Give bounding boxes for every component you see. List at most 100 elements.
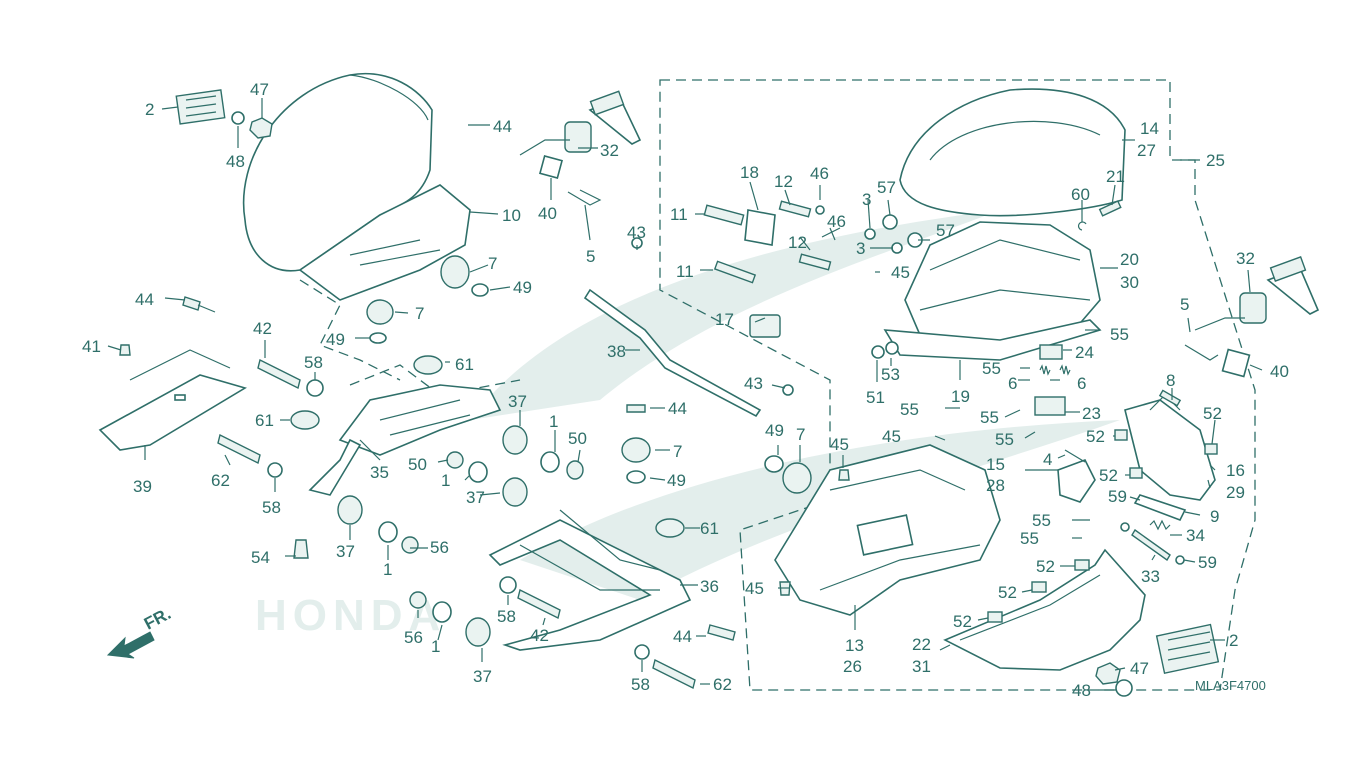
callout-4: 4	[1043, 450, 1052, 469]
callout-5: 5	[586, 247, 595, 266]
callout-55: 55	[1032, 511, 1051, 530]
callout-52: 52	[1099, 466, 1118, 485]
callout-17: 17	[715, 310, 734, 329]
callout-18: 18	[740, 163, 759, 182]
callout-55: 55	[900, 400, 919, 419]
support-rod-38	[583, 237, 794, 418]
callout-52: 52	[953, 612, 972, 631]
emblem-right	[1155, 623, 1220, 675]
callout-54: 54	[251, 548, 270, 567]
callout-2: 2	[145, 100, 154, 119]
latch-assembly-16	[1114, 389, 1218, 501]
callout-37: 37	[508, 392, 527, 411]
callout-56: 56	[430, 538, 449, 557]
callout-16: 16	[1226, 461, 1245, 480]
callout-62: 62	[713, 675, 732, 694]
washer-58c	[499, 576, 517, 594]
rod-33	[1131, 528, 1171, 562]
lever-9	[1133, 494, 1187, 522]
bolt-62a	[217, 433, 261, 465]
callout-42: 42	[253, 319, 272, 338]
washer-48a	[231, 111, 245, 125]
grommet-group-left	[366, 255, 489, 344]
callout-58: 58	[304, 353, 323, 372]
callout-12: 12	[788, 233, 807, 252]
callout-3: 3	[862, 190, 871, 209]
callout-45: 45	[745, 579, 764, 598]
lower-frame-36	[488, 509, 692, 651]
grommet-3b	[891, 242, 903, 254]
callout-61: 61	[455, 355, 474, 374]
callout-49: 49	[765, 421, 784, 440]
clip-59a	[1120, 522, 1130, 532]
callout-58: 58	[262, 498, 281, 517]
washer-58d	[634, 644, 650, 660]
callout-1: 1	[431, 637, 440, 656]
clip-59b	[1175, 555, 1185, 565]
callout-5: 5	[1180, 295, 1189, 314]
cap-61b	[290, 410, 320, 430]
callout-23: 23	[1082, 404, 1101, 423]
callout-50: 50	[408, 455, 427, 474]
callout-37: 37	[336, 542, 355, 561]
leader-lines	[107, 98, 1263, 691]
cap-61a	[413, 355, 443, 375]
diagram-code: MLA3F4700	[1195, 678, 1266, 693]
washer-58a	[306, 379, 324, 397]
callout-44: 44	[493, 117, 512, 136]
callout-10: 10	[502, 206, 521, 225]
callout-11: 11	[676, 262, 694, 281]
callout-47: 47	[250, 80, 269, 99]
callout-11: 11	[670, 205, 688, 224]
callout-61: 61	[700, 519, 719, 538]
bracket-plate-39	[98, 349, 247, 451]
callout-21: 21	[1106, 167, 1125, 186]
callout-12: 12	[774, 172, 793, 191]
washer-48b	[1115, 679, 1133, 697]
bolt-44d	[707, 624, 736, 641]
callout-59: 59	[1108, 487, 1127, 506]
callout-41: 41	[82, 337, 101, 356]
callout-58: 58	[497, 607, 516, 626]
callout-30: 30	[1120, 273, 1139, 292]
callout-43: 43	[627, 223, 646, 242]
callout-42: 42	[530, 626, 549, 645]
callout-45: 45	[891, 263, 910, 282]
washer-58b	[267, 462, 283, 478]
spring-34	[1149, 519, 1171, 531]
callout-7: 7	[796, 425, 805, 444]
bolt-44b	[182, 296, 201, 311]
nut-47b	[1095, 662, 1121, 685]
bushings	[337, 425, 584, 647]
callout-56: 56	[404, 628, 423, 647]
clip-60	[1078, 221, 1087, 231]
callout-47: 47	[1130, 659, 1149, 678]
callout-20: 20	[1120, 250, 1139, 269]
callout-55: 55	[982, 359, 1001, 378]
callout-43: 43	[744, 374, 763, 393]
latch-23	[1034, 396, 1066, 416]
callout-44: 44	[668, 399, 687, 418]
callout-25: 25	[1206, 151, 1225, 170]
springs-6	[1039, 364, 1071, 376]
callout-53: 53	[881, 365, 900, 384]
callout-57: 57	[936, 221, 955, 240]
nut-47a	[249, 117, 273, 139]
callout-55: 55	[980, 408, 999, 427]
callout-27: 27	[1137, 141, 1156, 160]
callout-58: 58	[631, 675, 650, 694]
top-shell-14	[899, 88, 1126, 217]
callout-37: 37	[466, 488, 485, 507]
grommet-3a	[864, 228, 876, 240]
bolt-44c	[626, 404, 646, 413]
bolt-62b	[652, 658, 696, 690]
callout-6: 6	[1077, 374, 1086, 393]
callout-13: 13	[845, 636, 864, 655]
callout-15: 15	[986, 455, 1005, 474]
callout-49: 49	[513, 278, 532, 297]
callout-29: 29	[1226, 483, 1245, 502]
grommet-7c	[621, 437, 651, 463]
callout-60: 60	[1071, 185, 1090, 204]
callout-52: 52	[1086, 427, 1105, 446]
